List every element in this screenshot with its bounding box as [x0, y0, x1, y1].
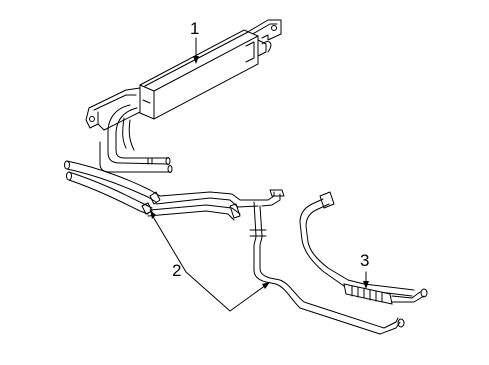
callout-2: 2: [172, 261, 182, 280]
oil-cooler: [85, 19, 282, 173]
leader-2b: [185, 271, 267, 312]
tube-assembly: [299, 191, 428, 305]
callout-3: 3: [360, 251, 370, 270]
callout-1: 1: [190, 19, 200, 38]
cooler-lines: [64, 160, 405, 335]
leader-lines: [150, 37, 369, 312]
leader-2a: [151, 214, 187, 273]
